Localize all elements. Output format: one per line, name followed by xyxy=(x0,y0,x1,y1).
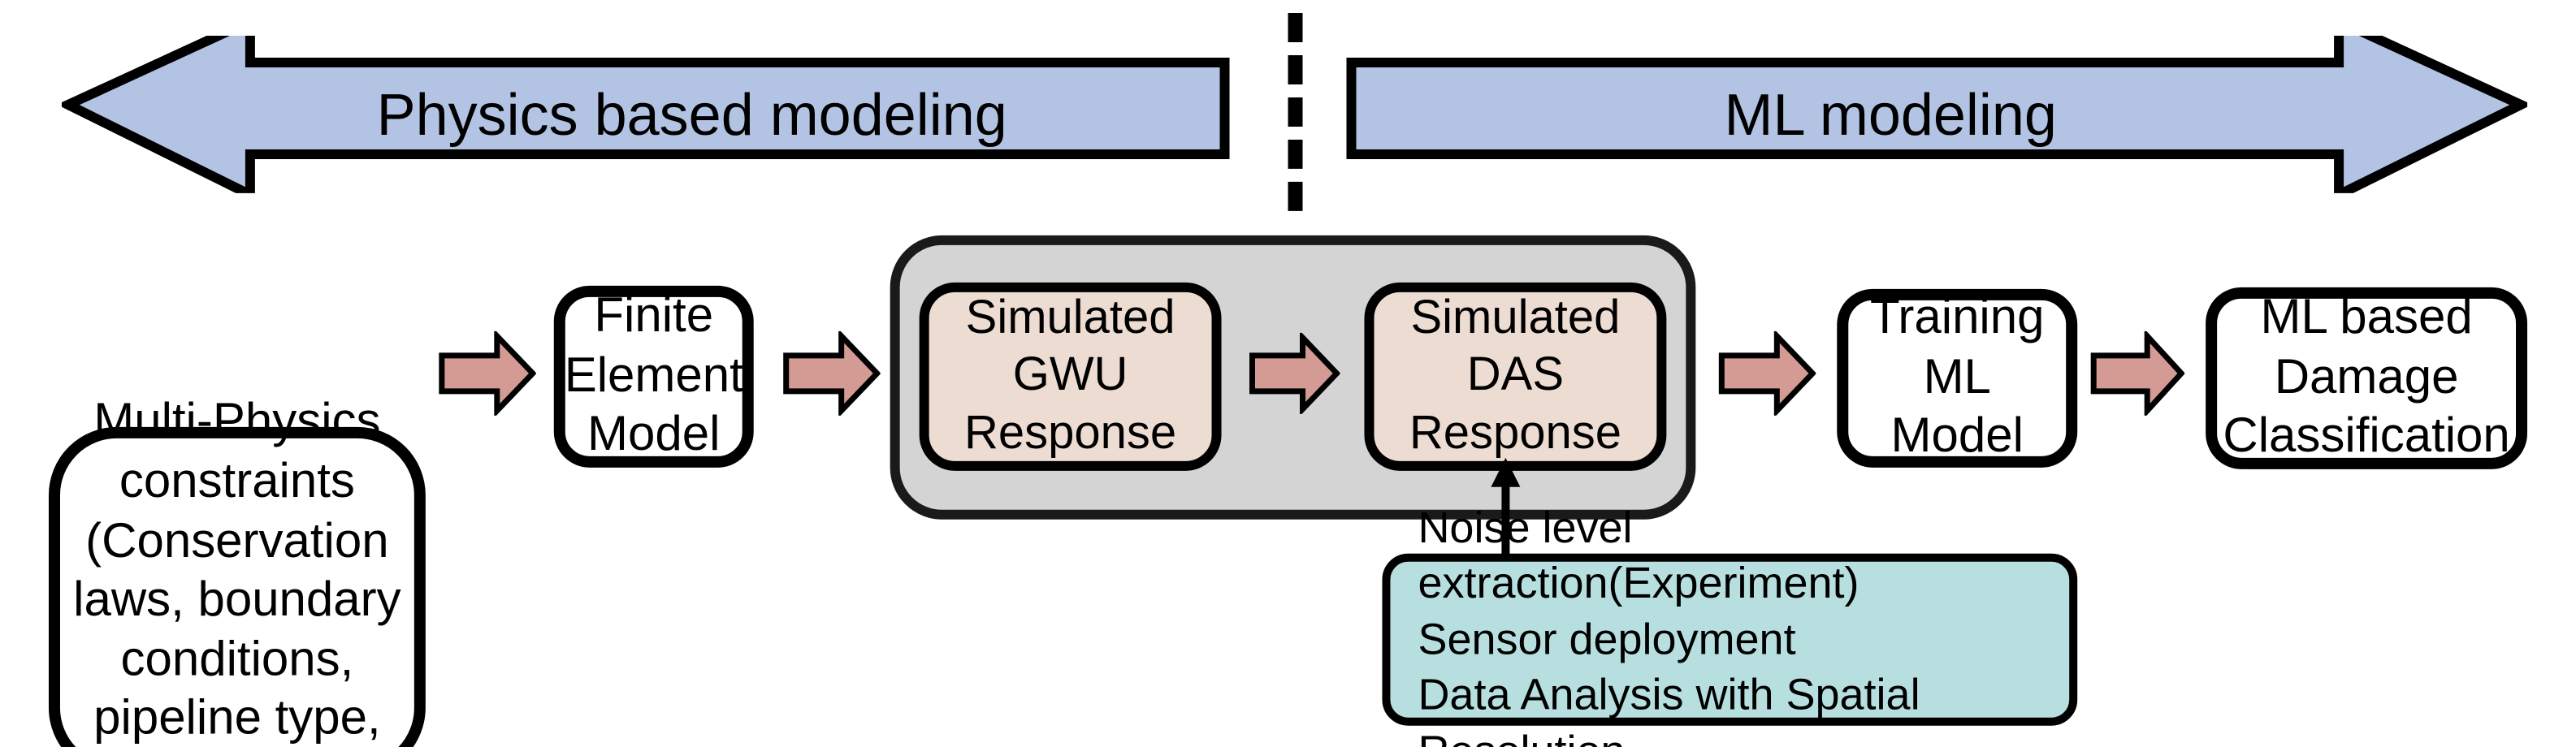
banner-arrow-ml-modeling: ML modeling xyxy=(1344,35,2528,193)
node-simulated-das-response[interactable]: Simulated DAS Response xyxy=(1364,282,1667,471)
noise-line-1: Noise level extraction(Experiment) xyxy=(1418,503,1859,608)
right-chevron-arrow-icon xyxy=(1718,329,1817,418)
right-arrow-shape xyxy=(1346,35,2528,193)
flow-arrow-1 xyxy=(439,329,537,418)
dashed-divider xyxy=(1288,12,1303,211)
right-chevron-arrow-icon xyxy=(783,329,881,418)
flow-arrow-4 xyxy=(1718,329,1817,418)
noise-line-3: Data Analysis with Spatial Resolution xyxy=(1418,671,1920,747)
node-noise-level-annotations[interactable]: Noise level extraction(Experiment) Senso… xyxy=(1382,503,2078,747)
node-label: Multi-Physics constraints (Conservation … xyxy=(73,395,401,746)
node-simulated-gwu-response[interactable]: Simulated GWU Response xyxy=(919,282,1222,471)
right-chevron-arrow-icon xyxy=(2090,328,2185,418)
node-ml-based-damage-classification[interactable]: ML based Damage Classification xyxy=(2206,287,2528,469)
flow-arrow-5 xyxy=(2090,328,2185,418)
banner-arrow-physics-based-modeling: Physics based modeling xyxy=(61,35,1232,193)
banner-label-physics: Physics based modeling xyxy=(376,80,1007,147)
node-label: Simulated GWU Response xyxy=(964,291,1177,460)
node-multi-physics-constraints[interactable]: Multi-Physics constraints (Conservation … xyxy=(48,395,426,747)
node-label: ML based Damage Classification xyxy=(2223,291,2510,464)
left-arrow-shape xyxy=(61,35,1230,193)
connector-noise-to-das xyxy=(1486,457,1525,559)
node-training-ml-model[interactable]: Training ML Model xyxy=(1837,288,2078,468)
flow-arrow-3 xyxy=(1249,330,1341,417)
right-chevron-arrow-icon xyxy=(1249,330,1341,417)
node-finite-element-model[interactable]: Finite Element Model xyxy=(553,285,754,468)
noise-line-2: Sensor deployment xyxy=(1418,615,1796,664)
banner-label-ml: ML modeling xyxy=(1724,80,2057,147)
flow-arrow-2 xyxy=(783,329,881,418)
right-chevron-arrow-icon xyxy=(439,329,537,418)
node-label: Simulated DAS Response xyxy=(1409,291,1621,460)
up-arrow-connector-icon xyxy=(1491,457,1521,559)
node-label: Finite Element Model xyxy=(564,289,743,462)
node-label: Training ML Model xyxy=(1869,291,2045,464)
